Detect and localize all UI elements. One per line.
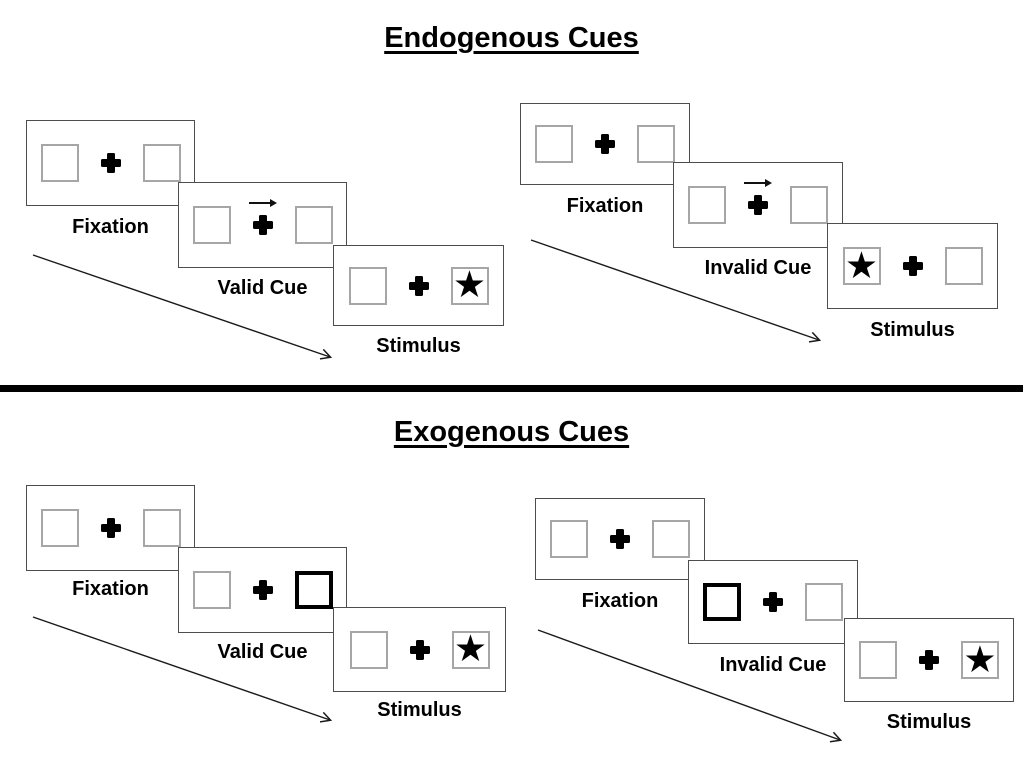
left-placeholder-box [192,206,231,244]
left-placeholder-box [859,641,897,679]
left-placeholder-box [550,520,588,558]
frame-label: Fixation [581,590,659,612]
frame-label: Stimulus [377,699,462,721]
section-title-exogenous: Exogenous Cues [0,416,1023,449]
star-icon: ★ [844,244,879,286]
central-fixation [595,134,615,154]
section-title-endogenous: Endogenous Cues [0,22,1023,55]
left-cue-highlight-box [703,583,741,621]
fixation-cross-icon [408,275,429,296]
central-fixation [763,592,783,612]
left-placeholder-box [40,144,79,182]
timeline-arrow-exogenous-invalid [537,629,843,743]
star-icon: ★ [453,628,488,669]
left-target-box: ★ [842,244,881,286]
right-placeholder-box [294,206,333,244]
fixation-cross-icon [100,153,121,173]
star-icon: ★ [963,638,997,680]
frame-label: Fixation [566,195,644,217]
fixation-cross-icon [409,639,430,660]
fixation-cross-icon [100,518,121,538]
right-placeholder-box [805,583,843,621]
stimulus-panel: ★ [827,223,998,309]
frame-label: Invalid Cue [704,257,812,279]
central-fixation [100,153,121,173]
left-placeholder-box [348,266,387,305]
invalid-cue-panel [673,162,843,248]
central-cue [744,179,772,215]
central-fixation [408,275,429,296]
left-placeholder-box [535,125,573,163]
frame-label: Invalid Cue [719,654,827,676]
invalid-cue-panel [688,560,858,644]
stimulus-panel: ★ [844,618,1014,702]
central-fixation [252,580,273,600]
central-fixation [902,256,923,276]
fixation-cross-icon [610,529,630,549]
right-cue-highlight-box [294,571,333,609]
right-target-box: ★ [451,628,490,669]
section-divider [0,385,1023,392]
frame-label: Fixation [72,578,149,600]
section-title-text: Endogenous Cues [384,22,639,54]
section-title-text: Exogenous Cues [393,416,630,448]
fixation-cross-icon [748,195,768,215]
frame-label: Stimulus [376,335,461,357]
central-fixation [409,639,430,660]
timeline-arrow-endogenous-valid [32,254,333,360]
stimulus-panel: ★ [333,245,504,326]
timeline-arrow-exogenous-valid [32,616,333,723]
frame-label: Fixation [72,216,149,238]
left-placeholder-box [192,571,231,609]
frame-label: Stimulus [886,711,972,733]
central-fixation [919,650,939,670]
fixation-cross-icon [919,650,939,670]
fixation-panel [520,103,690,185]
fixation-cross-icon [595,134,615,154]
fixation-panel [26,120,195,206]
frame-label: Valid Cue [217,641,308,663]
right-arrow-icon [248,199,277,207]
fixation-panel [535,498,705,580]
right-placeholder-box [652,520,690,558]
right-target-box: ★ [961,641,999,679]
right-placeholder-box [637,125,675,163]
fixation-cross-icon [763,592,783,612]
timeline-arrow-endogenous-invalid [530,239,822,343]
right-placeholder-box [944,247,983,285]
left-placeholder-box [40,509,79,547]
star-icon: ★ [452,264,487,305]
central-cue [248,199,277,235]
fixation-cross-icon [252,215,273,235]
stimulus-panel: ★ [333,607,506,692]
fixation-cross-icon [252,580,273,600]
right-placeholder-box [142,509,181,547]
left-placeholder-box [349,630,388,669]
left-placeholder-box [688,186,726,224]
fixation-cross-icon [902,256,923,276]
central-fixation [100,518,121,538]
right-placeholder-box [790,186,828,224]
valid-cue-panel [178,547,347,633]
right-arrow-icon [744,179,772,187]
right-target-box: ★ [450,264,489,305]
right-placeholder-box [142,144,181,182]
fixation-panel [26,485,195,571]
frame-label: Stimulus [870,319,955,341]
central-fixation [610,529,630,549]
valid-cue-panel [178,182,347,268]
frame-label: Valid Cue [217,277,308,299]
